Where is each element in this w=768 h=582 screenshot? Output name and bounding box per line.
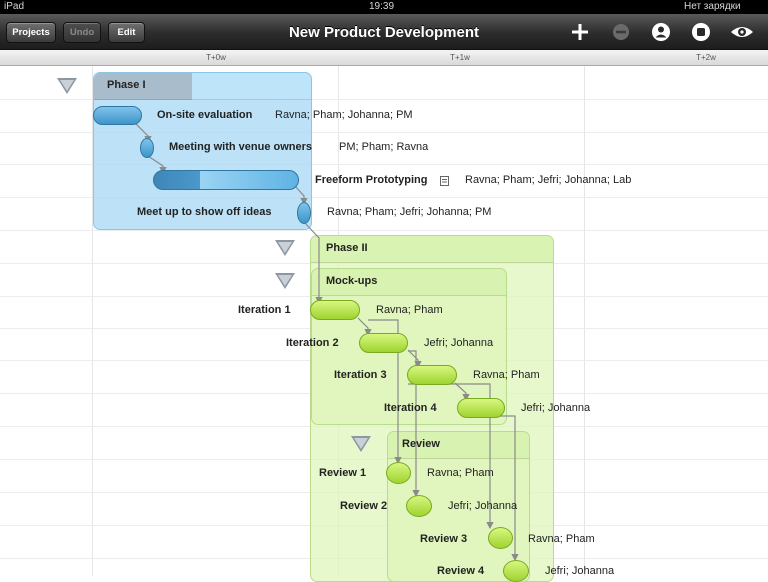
eye-icon[interactable] (730, 22, 754, 42)
task-assignees: Jefri; Johanna (545, 565, 615, 577)
task-milestone[interactable] (386, 462, 411, 484)
phase-title: Review (402, 438, 440, 450)
clock: 19:39 (369, 1, 395, 12)
task-name: Iteration 3 (334, 369, 387, 381)
task-bar[interactable] (359, 333, 408, 353)
task-assignees: Jefri; Johanna (424, 337, 494, 349)
task-name: Meet up to show off ideas (137, 206, 272, 218)
phase-title: Mock-ups (326, 275, 378, 287)
note-icon[interactable] (440, 176, 449, 186)
tick-label: T+0w (206, 53, 226, 62)
person-icon[interactable] (651, 22, 671, 42)
task-name: Iteration 2 (286, 337, 339, 349)
task-name: On-site evaluation (157, 109, 253, 121)
page-title: New Product Development (288, 24, 480, 41)
task-name: Iteration 1 (238, 304, 291, 316)
task-milestone[interactable] (297, 202, 311, 224)
task-assignees: Ravna; Pham; Jefri; Johanna; PM (327, 206, 492, 218)
status-bar: iPad 19:39 Нет зарядки (0, 0, 768, 14)
timeline-header: T+0w T+1w T+2w (0, 50, 768, 66)
task-name: Iteration 4 (384, 402, 437, 414)
task-assignees: Ravna; Pham; Johanna; PM (275, 109, 413, 121)
task-assignees: Ravna; Pham (528, 533, 595, 545)
task-milestone[interactable] (140, 138, 154, 158)
tick-label: T+2w (696, 53, 716, 62)
task-assignees: Ravna; Pham (427, 467, 494, 479)
task-bar[interactable] (93, 106, 142, 125)
phase-group-1[interactable] (93, 72, 312, 230)
disclosure-triangle-icon[interactable] (275, 240, 295, 256)
device-name: iPad (4, 1, 25, 12)
undo-button[interactable]: Undo (63, 22, 101, 43)
remove-icon[interactable] (611, 22, 631, 42)
task-bar[interactable] (457, 398, 505, 418)
edit-button[interactable]: Edit (108, 22, 145, 43)
disclosure-triangle-icon[interactable] (275, 273, 295, 289)
task-name: Meeting with venue owners (169, 141, 313, 153)
task-milestone[interactable] (488, 527, 513, 549)
task-name: Freeform Prototyping (315, 174, 428, 186)
disclosure-triangle-icon[interactable] (351, 436, 371, 452)
add-icon[interactable] (570, 22, 590, 42)
task-assignees: Jefri; Johanna (448, 500, 518, 512)
task-name: Review 4 (437, 565, 485, 577)
task-assignees: PM; Pham; Ravna (339, 141, 429, 153)
disclosure-triangle-icon[interactable] (57, 78, 77, 94)
task-assignees: Ravna; Pham; Jefri; Johanna; Lab (465, 174, 632, 186)
tick-label: T+1w (450, 53, 470, 62)
task-bar[interactable] (310, 300, 360, 320)
task-bar[interactable] (407, 365, 457, 385)
projects-button[interactable]: Projects (6, 22, 56, 43)
task-assignees: Ravna; Pham (473, 369, 540, 381)
task-assignees: Ravna; Pham (376, 304, 443, 316)
toolbar: Projects Undo Edit New Product Developme… (0, 14, 768, 50)
task-milestone[interactable] (503, 560, 529, 582)
phase-title: Phase II (326, 242, 368, 254)
task-name: Review 2 (340, 500, 388, 512)
task-name: Review 3 (420, 533, 468, 545)
battery-status: Нет зарядки (684, 1, 741, 12)
task-name: Review 1 (319, 467, 367, 479)
task-bar[interactable] (153, 170, 299, 190)
stop-icon[interactable] (691, 22, 711, 42)
phase-title: Phase I (107, 79, 146, 91)
task-assignees: Jefri; Johanna (521, 402, 591, 414)
task-milestone[interactable] (406, 495, 432, 517)
